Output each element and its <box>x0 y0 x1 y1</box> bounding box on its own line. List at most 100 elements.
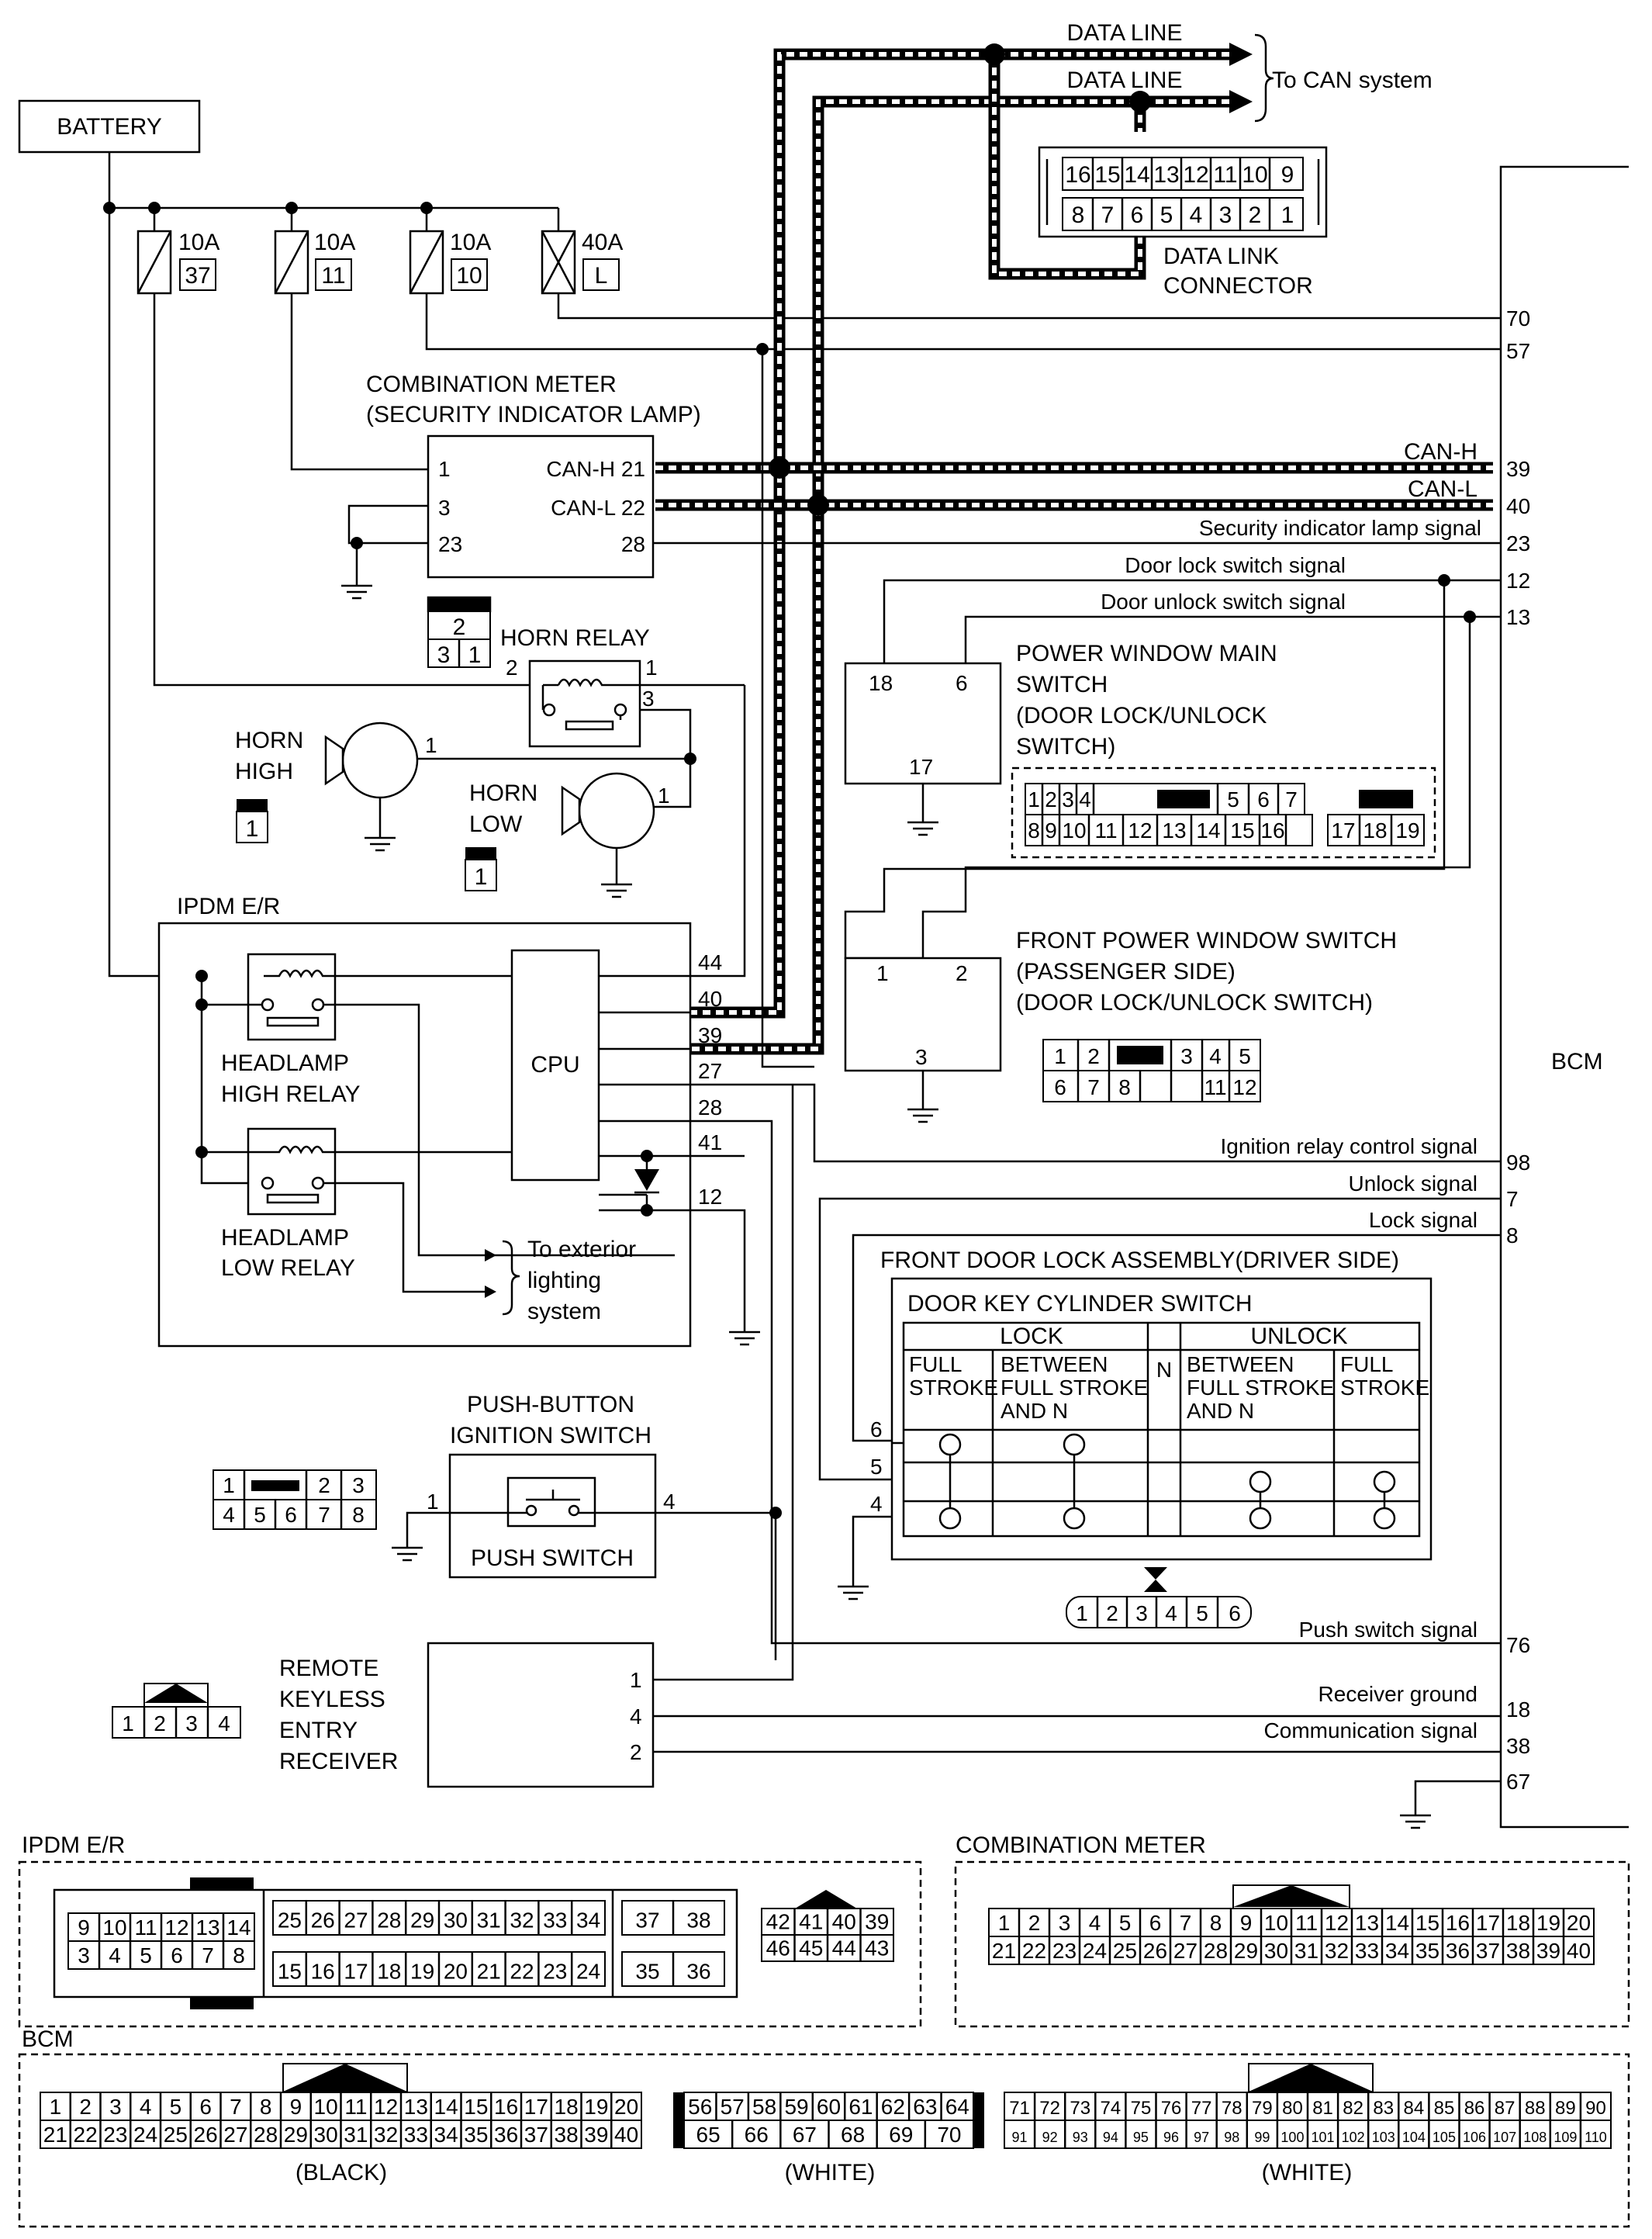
pw-pass-conn-pin: 6 <box>1054 1075 1066 1099</box>
pw-main-title-1: POWER WINDOW MAIN <box>1016 641 1277 666</box>
pw-main-conn-pin: 2 <box>1045 787 1057 812</box>
dlc-pin: 13 <box>1153 162 1179 188</box>
fuse-11-num: 11 <box>321 263 345 289</box>
pw-main-conn-pin: 12 <box>1128 818 1152 843</box>
ground-icon <box>1400 1814 1431 1829</box>
lock-header: LOCK <box>1000 1324 1063 1349</box>
meter-conn-title: COMBINATION METER <box>956 1832 1206 1858</box>
connector-pin: 46 <box>766 1936 790 1960</box>
horn-high-conn-pin: 1 <box>246 816 259 842</box>
connector-pin: 76 <box>1161 2098 1182 2119</box>
connector-pin: 26 <box>194 2123 218 2147</box>
combination-meter: COMBINATION METER (SECURITY INDICATOR LA… <box>341 372 1501 600</box>
pw-main-conn-pin: 4 <box>1079 787 1091 812</box>
ipdm-pin-44: 44 <box>698 950 722 974</box>
connector-pin: 36 <box>686 1959 710 1983</box>
horn-low-pin: 1 <box>658 784 670 808</box>
connector-pin: 39 <box>584 2123 608 2147</box>
connector-pin: 13 <box>195 1915 219 1940</box>
connector-pin: 40 <box>1567 1939 1591 1963</box>
door-lock-conn-pin: 4 <box>1165 1601 1177 1625</box>
connector-pin: 29 <box>284 2123 308 2147</box>
horn-relay: 2 3 1 HORN RELAY 2 1 3 <box>427 596 696 808</box>
push-ign-title-2: IGNITION SWITCH <box>450 1423 651 1448</box>
headlamp-low-label-2: LOW RELAY <box>221 1255 355 1281</box>
horn-high-label-2: HIGH <box>235 759 293 784</box>
pw-main-connector: 1 2 3 4 5 6 7 8 9 10 11 12 13 14 15 16 1… <box>1025 783 1425 846</box>
horn-relay-conn-pin: 1 <box>468 642 482 668</box>
connector-pin: 3 <box>109 2095 122 2119</box>
pw-main-conn-pin: 7 <box>1285 787 1298 812</box>
front-door-lock-assembly: FRONT DOOR LOCK ASSEMBLY(DRIVER SIDE) DO… <box>818 1197 1501 1628</box>
ground-icon <box>601 883 632 898</box>
lock-signal-label: Lock signal <box>1369 1208 1477 1232</box>
pw-main-pin-18: 18 <box>869 671 893 695</box>
fuse-l-amp: 40A <box>582 230 623 255</box>
can-lines: DATA LINE DATA LINE To CAN system CAN-H … <box>655 20 1493 1055</box>
headlamp-high-label-2: HIGH RELAY <box>221 1081 361 1107</box>
horn-relay-pin-2: 2 <box>506 656 518 680</box>
door-lock-pin-6: 6 <box>870 1417 883 1441</box>
fuse-37-amp: 10A <box>178 230 219 255</box>
headlamp-high-label-1: HEADLAMP <box>221 1050 349 1076</box>
connector-pin: 34 <box>1385 1939 1409 1963</box>
connector-pin: 36 <box>494 2123 518 2147</box>
connector-pin: 25 <box>1113 1939 1137 1963</box>
dlc-pin: 7 <box>1101 202 1115 228</box>
connector-pin: 38 <box>686 1908 710 1932</box>
horn-high: HORN HIGH 1 1 <box>235 722 690 852</box>
horn-relay-pin-3: 3 <box>642 687 655 711</box>
connector-pin: 108 <box>1523 2130 1547 2145</box>
security-signal-label: Security indicator lamp signal <box>1199 516 1481 540</box>
lock-between-label-1: BETWEEN <box>1001 1352 1108 1376</box>
unlock-full-label-2: STROKE <box>1340 1376 1429 1400</box>
ground-icon <box>365 836 396 852</box>
connector-pin: 21 <box>992 1939 1016 1963</box>
bcm-conn-a-label: (BLACK) <box>295 2160 387 2185</box>
pw-pass-conn-pin: 11 <box>1204 1075 1226 1099</box>
connector-pin: 80 <box>1282 2098 1303 2119</box>
ipdm-er: IPDM E/R CPU HEADLAMP HIGH RELAY HEADLAM… <box>157 685 1501 1645</box>
ext-lighting-label-1: To exterior <box>527 1237 636 1262</box>
fuse-10-num: 10 <box>456 263 482 289</box>
meter-pin-1: 1 <box>438 457 451 481</box>
receiver-pin-1: 1 <box>630 1668 642 1692</box>
connector-pin: 107 <box>1493 2130 1516 2145</box>
receiver-conn-pin: 2 <box>154 1711 166 1735</box>
connector-pin: 97 <box>1194 2130 1209 2145</box>
meter-pin-3: 3 <box>438 496 451 520</box>
connector-pin: 88 <box>1525 2098 1546 2119</box>
connector-pin: 74 <box>1100 2098 1121 2119</box>
bcm-pin-18: 18 <box>1506 1697 1530 1722</box>
bcm-title: BCM <box>1551 1049 1603 1075</box>
connector-pin: 2 <box>1028 1911 1041 1935</box>
dlc-title-2: CONNECTOR <box>1163 273 1313 299</box>
battery: BATTERY <box>18 99 201 154</box>
dlc-pin: 9 <box>1281 162 1294 188</box>
ipdm-pin-28: 28 <box>698 1095 722 1120</box>
pw-main-title-3: (DOOR LOCK/UNLOCK <box>1016 703 1267 728</box>
connector-pin: 69 <box>889 2123 913 2147</box>
connector-pin: 12 <box>164 1915 188 1940</box>
ipdm-pin-39: 39 <box>698 1023 722 1047</box>
bcm-pin-39: 39 <box>1506 457 1530 481</box>
dlc-pin: 2 <box>1249 202 1262 228</box>
bcm-pin-67: 67 <box>1506 1770 1530 1794</box>
connector-pin: 67 <box>793 2123 817 2147</box>
push-switch-label: PUSH SWITCH <box>471 1545 634 1571</box>
bcm-pin-23: 23 <box>1506 531 1530 555</box>
connector-pin: 32 <box>510 1908 534 1932</box>
door-key-cylinder-title: DOOR KEY CYLINDER SWITCH <box>907 1291 1253 1317</box>
connector-pin: 3 <box>1059 1911 1071 1935</box>
connector-pin: 9 <box>1240 1911 1253 1935</box>
connector-pin: 25 <box>278 1908 302 1932</box>
connector-pin: 5 <box>170 2095 182 2119</box>
connector-pin: 81 <box>1312 2098 1333 2119</box>
connector-pin: 35 <box>635 1959 659 1983</box>
connector-pin: 18 <box>555 2095 579 2119</box>
connector-pin: 34 <box>434 2123 458 2147</box>
connector-pin: 35 <box>1415 1939 1439 1963</box>
ipdm-pin-41: 41 <box>698 1130 722 1154</box>
horn-high-label-1: HORN <box>235 728 303 753</box>
